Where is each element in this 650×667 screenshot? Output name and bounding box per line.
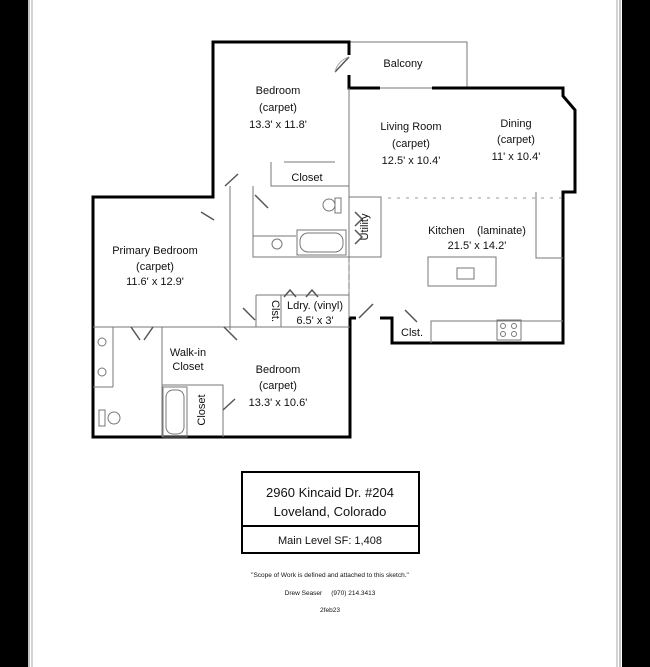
stove-icon	[496, 319, 522, 341]
balcony-outline	[349, 41, 468, 88]
room-size: 21.5' x 14.2'	[448, 240, 507, 252]
room-floor: (carpet)	[392, 138, 430, 150]
info-box: 2960 Kincaid Dr. #204 Loveland, Colorado…	[241, 471, 420, 554]
room-label-walk-in-closet: Closet	[172, 361, 203, 373]
room-size: 12.5' x 10.4'	[382, 155, 441, 167]
room-size: 13.3' x 10.6'	[249, 397, 308, 409]
room-floor: (carpet)	[259, 380, 297, 392]
toilet-icon	[98, 409, 121, 427]
sheet-border	[28, 0, 621, 667]
exterior-walls	[91, 40, 577, 439]
room-floor: (carpet)	[497, 134, 535, 146]
address-line-1: 2960 Kincaid Dr. #204	[266, 485, 394, 500]
sink-icon	[271, 238, 283, 250]
room-label-utility: Utility	[359, 213, 371, 240]
room-size: 11' x 10.4'	[492, 151, 541, 163]
interior-walls	[93, 88, 563, 437]
room-label-kitchen: Kitchen (laminate)	[428, 225, 526, 237]
sketch-date: 2feb23	[320, 607, 340, 614]
room-label-living-room: Living Room	[380, 121, 441, 133]
room-floor: (carpet)	[259, 102, 297, 114]
room-label-balcony: Balcony	[383, 58, 423, 70]
room-label-walk-in-closet: Walk-in	[170, 347, 206, 359]
room-label-dining: Dining	[500, 118, 531, 130]
room-label-closet: Clst.	[401, 327, 423, 339]
room-label-laundry: Ldry. (vinyl)	[287, 300, 343, 312]
address-line-2: Loveland, Colorado	[274, 504, 387, 519]
room-label-primary-bedroom: Primary Bedroom	[112, 245, 198, 257]
sink-icon	[97, 337, 107, 377]
room-size: 13.3' x 11.8'	[249, 119, 307, 131]
room-size: 6.5' x 3'	[296, 315, 333, 327]
square-footage: Main Level SF: 1,408	[278, 535, 382, 547]
sink-icon	[456, 267, 475, 280]
room-label-bedroom: Bedroom	[256, 85, 301, 97]
room-label-closet: Closet	[291, 172, 322, 184]
room-size: 11.6' x 12.9'	[126, 276, 184, 288]
bathtub-icon	[296, 229, 347, 256]
contact-info: Drew Seaser (970) 214.3413	[285, 590, 376, 597]
bathtub-icon	[162, 386, 188, 438]
room-floor: (carpet)	[136, 261, 174, 273]
room-label-closet: Closet	[196, 394, 208, 425]
toilet-icon	[322, 197, 342, 214]
kitchen-island	[427, 256, 497, 287]
floor-plan-sheet	[28, 0, 622, 667]
scope-note: "Scope of Work is defined and attached t…	[251, 572, 409, 579]
room-label-bedroom: Bedroom	[256, 364, 301, 376]
doors	[130, 56, 432, 411]
room-label-closet: Clst.	[269, 300, 281, 322]
